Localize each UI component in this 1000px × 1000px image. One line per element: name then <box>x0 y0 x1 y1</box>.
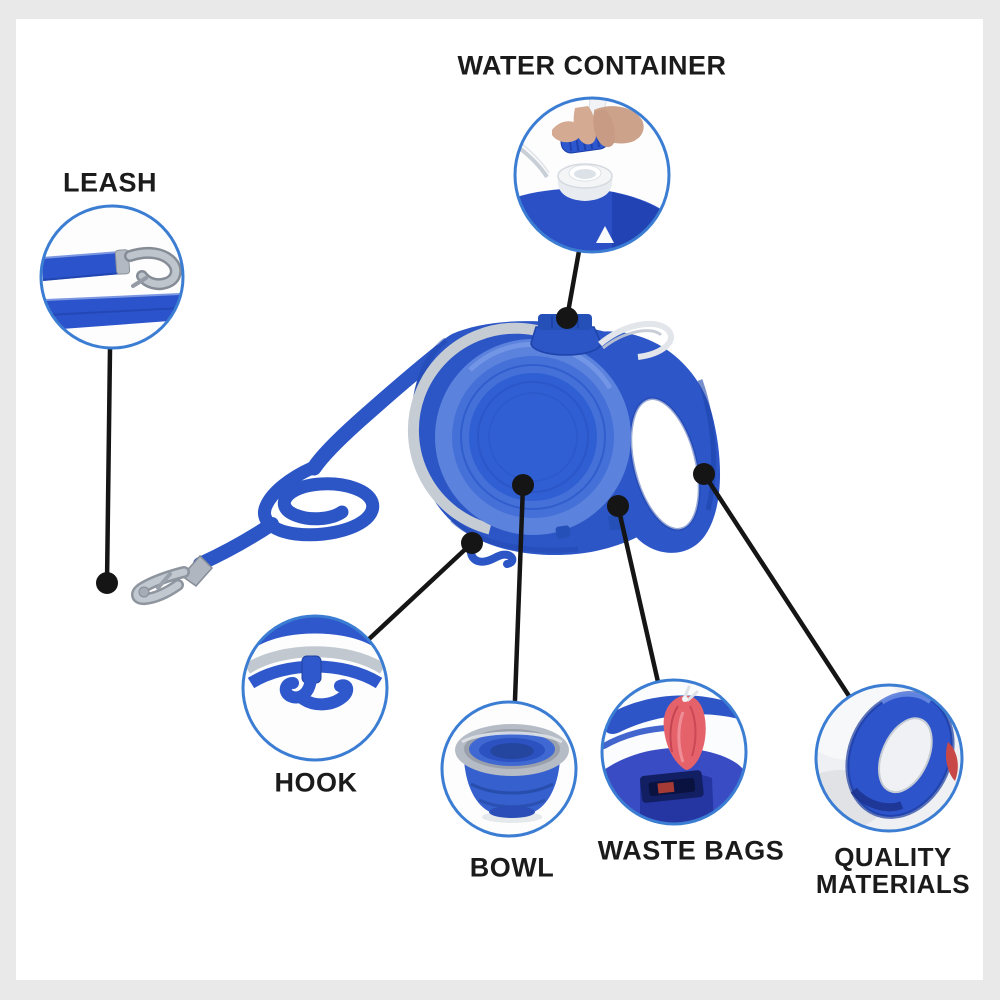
leader-waste-bags <box>615 503 661 685</box>
callout-leash <box>39 204 185 350</box>
anchor-dot-leash <box>96 572 118 594</box>
leader-leash <box>104 346 113 586</box>
handle-hole <box>630 398 700 530</box>
leash-clasp <box>131 554 214 606</box>
callout-quality-materials <box>814 683 964 833</box>
snap-hook <box>114 246 182 291</box>
waste-bag-slot <box>555 516 624 539</box>
label-hook: HOOK <box>274 767 358 798</box>
anchor-dot-bowl <box>512 474 534 496</box>
label-bowl: BOWL <box>469 852 555 883</box>
product-illustration <box>131 314 721 606</box>
collapsible-bowl <box>435 339 631 535</box>
waste-bag <box>663 685 706 770</box>
leash-coil <box>258 461 380 542</box>
anchor-dot-hook <box>461 532 483 554</box>
anchor-dot-quality-materials <box>693 463 715 485</box>
leader-bowl <box>512 482 526 703</box>
hand <box>552 106 644 148</box>
triangle-mark <box>596 226 614 243</box>
handle-closeup <box>845 691 955 819</box>
label-water-container: WATER CONTAINER <box>457 50 727 81</box>
product-handle <box>589 331 721 553</box>
leader-lines <box>96 248 852 703</box>
callout-water-container <box>513 96 671 254</box>
red-detail <box>945 742 958 781</box>
leader-hook <box>365 540 475 643</box>
leader-water-container <box>564 248 582 321</box>
hook-feature <box>467 541 517 568</box>
label-quality-materials: QUALITY MATERIALS <box>815 842 971 899</box>
anchor-dot-water-container <box>556 307 578 329</box>
label-leash: LEASH <box>62 167 158 198</box>
hanging-cord <box>598 320 674 360</box>
leash-strap <box>193 344 448 571</box>
callout-hook <box>241 614 389 762</box>
label-waste-bags: WASTE BAGS <box>597 835 785 866</box>
bag-slot <box>639 770 704 803</box>
leader-quality-materials <box>701 471 852 699</box>
anchor-dot-waste-bags <box>607 495 629 517</box>
bowl-rim-edge <box>407 322 562 535</box>
callout-bowl <box>440 700 578 838</box>
callout-waste-bags <box>600 678 748 826</box>
